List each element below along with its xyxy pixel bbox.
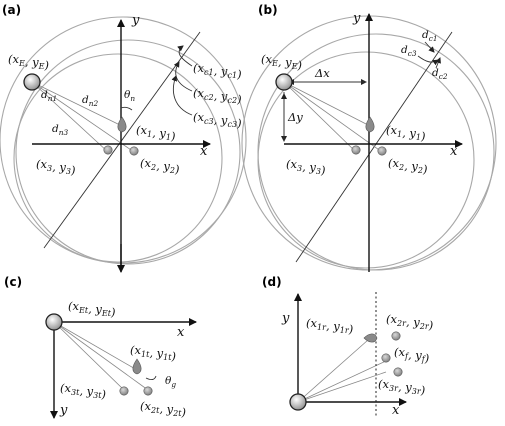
dc2-pointer [435,57,441,69]
dn3-label: dn3 [52,123,68,137]
c3-label: (xc3, yc3) [193,110,242,130]
dc3-label: dc3 [401,44,417,58]
droplet-p1 [117,116,127,133]
tangent-line [43,31,201,249]
dot-p2 [143,386,153,396]
emitter-label: (xEt, yEt) [68,299,116,319]
ray-dn2 [31,81,123,127]
range-circle-1 [0,16,247,264]
emitter-label: (xE, yE) [261,52,302,72]
dc1-pointer [424,41,435,53]
theta-n-arc [120,106,133,111]
c2-label: (xc2, yc2) [193,86,242,106]
panel-d: (d) y x (x1r, y1r) (x2r, y2r) (xf, yf) (… [262,275,433,418]
dc2-label: dc2 [432,67,448,81]
x-axis-label: x [450,144,458,159]
c2-pointer [173,61,193,92]
c1-label: (xc1, yc1) [193,61,242,81]
panel-c: (c) x y (xEt, yEt) (x1t, y1t) (x2t, y2t)… [4,275,197,419]
pf-label: (xf, yf) [394,345,429,365]
c3-pointer [171,75,193,116]
droplet-p1 [363,333,378,343]
dot-pf [381,353,391,363]
ray-3 [283,81,357,153]
p3-label: (x3, y3) [286,157,326,177]
p2-label: (x2, y2) [388,156,428,176]
p1-label: (x1, y1) [136,123,176,143]
p2-label: (x2t, y2t) [140,399,186,419]
emitter-label: (xE, yE) [8,52,49,72]
p1-label: (x1, y1) [386,123,426,143]
ray-1 [297,339,369,403]
y-axis-label: y [352,11,361,26]
ray-to-p2 [31,81,135,153]
x-axis-label: x [177,325,185,340]
p1-label: (x1r, y1r) [306,316,353,336]
y-axis-label: y [131,13,140,28]
range-circle-3 [13,53,223,263]
dc1-label: dc1 [422,29,438,43]
panel-a: (a) y x (xE, yE) (x1, y1) (x2, y2) (x3, … [0,3,247,273]
p1-label: (x1t, y1t) [130,343,176,363]
c1-pointer [177,45,193,67]
theta-n-label: θn [124,89,135,103]
droplet-p1 [365,116,375,133]
emitter-node [275,73,293,91]
y-axis-label: y [281,311,290,326]
dot-p2 [377,146,387,156]
ray-1 [53,321,138,371]
x-axis-label: x [200,144,208,159]
range-circle-3 [257,51,475,269]
ray-1 [283,81,371,127]
delta-y-label: Δy [287,110,303,124]
dot-p3 [103,145,113,155]
p3-label: (x3, y3) [36,157,76,177]
panel-c-label: (c) [4,275,22,289]
receiver-node [289,393,307,411]
dot-p3 [393,367,403,377]
delta-x-label: Δx [314,66,330,80]
panel-a-label: (a) [2,3,21,17]
p2-label: (x2r, y2r) [386,312,433,332]
ray-2 [297,359,389,403]
dot-p2 [391,331,401,341]
dn2-label: dn2 [82,94,98,108]
ray-3 [297,371,387,403]
p3-label: (x3t, y3t) [60,381,106,401]
x-axis-label: x [392,403,400,418]
panel-b-label: (b) [258,3,278,17]
theta-g-arc [145,375,157,381]
p3-label: (x3r, y3r) [378,377,425,397]
y-axis-label: y [59,403,68,418]
ray-3 [53,321,125,391]
theta-g-label: θg [165,375,176,389]
p2-label: (x2, y2) [140,156,180,176]
emitter-node [45,313,63,331]
panel-d-label: (d) [262,275,282,289]
ray-2 [283,81,383,153]
dot-p3 [119,386,129,396]
panel-b: (b) y x Δx Δy (xE, yE) (x1, y1) (x2, y2)… [241,3,497,272]
tangent-line [295,31,453,263]
droplet-p1 [132,358,142,375]
emitter-node [23,73,41,91]
dot-p3 [351,145,361,155]
dn1-label: dn1 [41,89,57,103]
range-circle-2 [15,39,241,265]
dot-p2 [129,146,139,156]
ray-2 [53,321,149,391]
ray-to-p3 [31,81,109,153]
